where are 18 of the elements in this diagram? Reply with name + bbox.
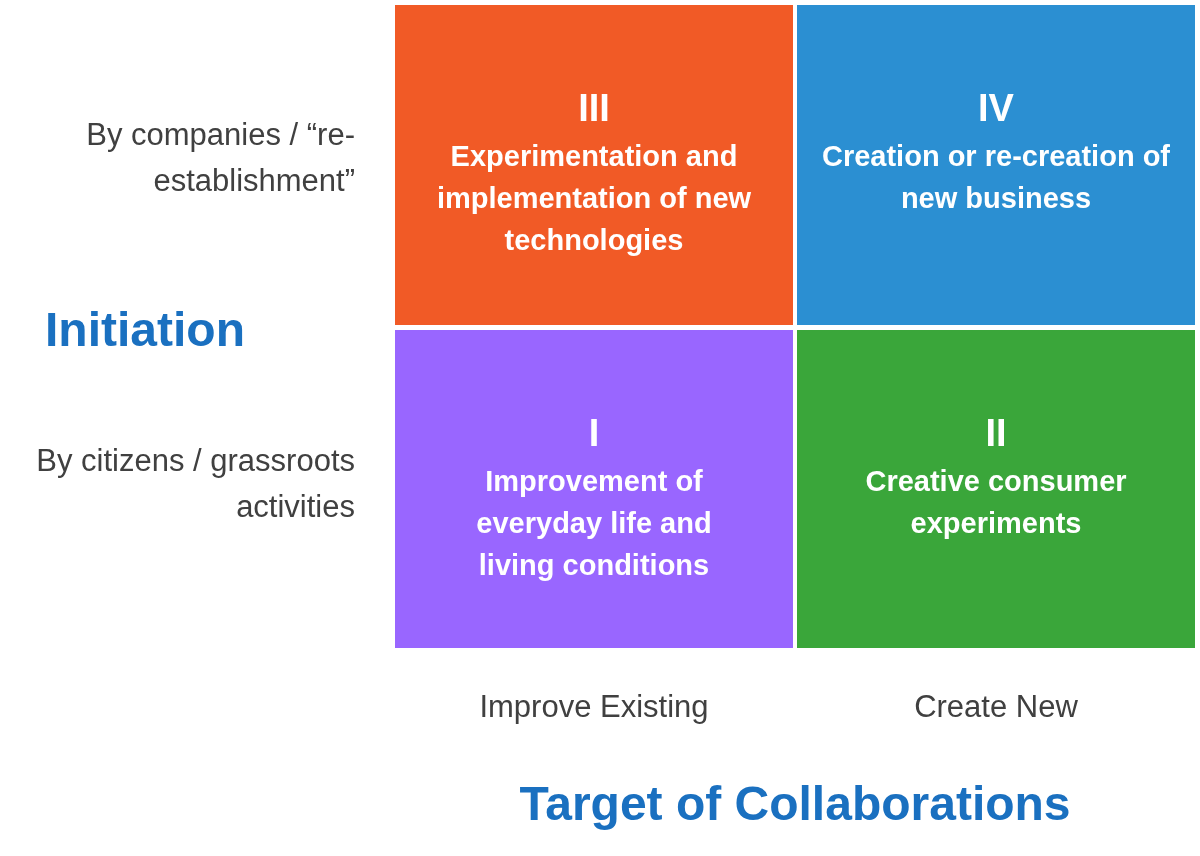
quadrant-text: Creative consumer experiments <box>864 464 1128 541</box>
quadrant-box <box>797 330 1195 648</box>
quadrant-text: Experimentation and implementation of new technologies <box>435 139 753 258</box>
row-label: By citizens / grassroots activities <box>35 442 355 526</box>
quadrant-box <box>395 5 793 325</box>
row-label: By companies / “re-establishment” <box>85 116 355 200</box>
quadrant-box <box>395 330 793 648</box>
column-label: Improve Existing <box>478 688 710 726</box>
roman-numeral: II <box>985 411 1007 456</box>
quadrant-text: Creation or re-creation of new business <box>820 139 1172 216</box>
quadrant-text: Improvement of everyday life and living conditions <box>475 464 713 583</box>
axis-title: Initiation <box>45 302 245 358</box>
roman-numeral: IV <box>978 86 1014 131</box>
quadrant-box <box>797 5 1195 325</box>
axis-title: Target of Collaborations <box>518 776 1072 832</box>
column-label: Create New <box>913 688 1079 726</box>
roman-numeral: I <box>588 411 600 456</box>
roman-numeral: III <box>578 86 610 131</box>
